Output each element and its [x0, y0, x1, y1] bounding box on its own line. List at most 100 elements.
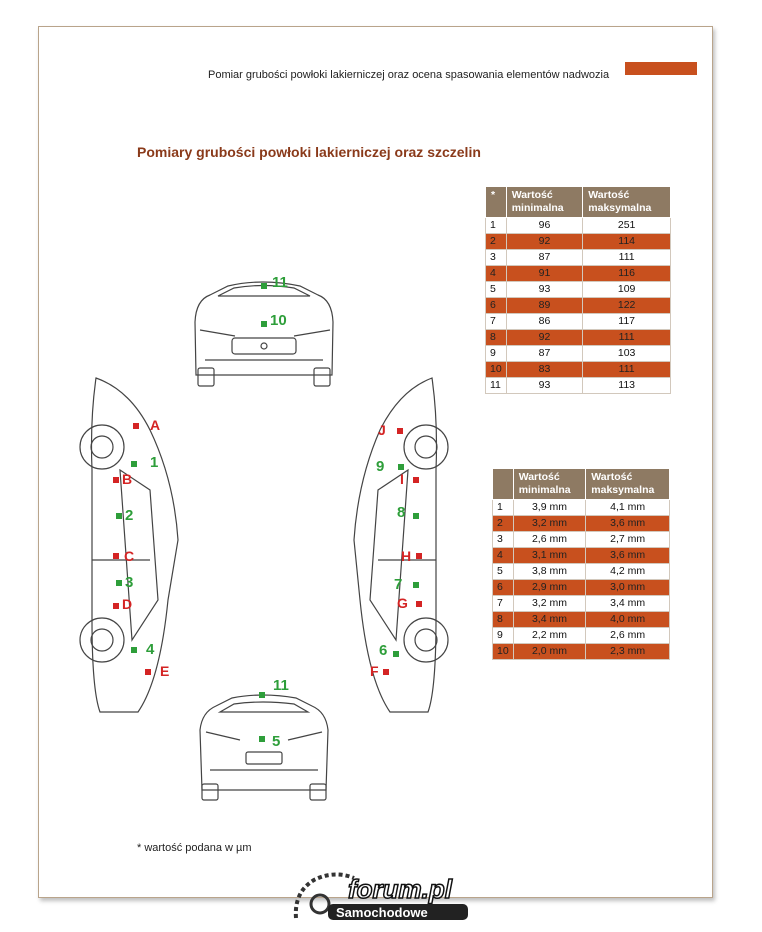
row-index: 8: [492, 611, 514, 628]
label-7: 7: [394, 576, 402, 593]
marker-10: [261, 321, 267, 327]
label-5: 5: [272, 733, 280, 750]
label-11-rear: 11: [273, 677, 289, 694]
car-right-side-view: [353, 377, 449, 713]
label-10: 10: [270, 312, 287, 329]
marker-7: [413, 582, 419, 588]
column-header: Wartość minimalna: [505, 186, 584, 218]
label-I: I: [400, 471, 404, 487]
logo-text-bottom: Samochodowe: [336, 905, 428, 920]
row-index: 4: [492, 547, 514, 564]
max-value: 3,0 mm: [585, 579, 670, 596]
marker-B: [113, 477, 119, 483]
column-header: Wartość minimalna: [512, 468, 587, 500]
label-E: E: [160, 663, 169, 679]
marker-E: [145, 669, 151, 675]
max-value: 4,1 mm: [585, 499, 670, 516]
max-value: 122: [582, 297, 671, 314]
page-header: Pomiar grubości powłoki lakierniczej ora…: [208, 69, 610, 81]
marker-H: [416, 553, 422, 559]
max-value: 4,0 mm: [585, 611, 670, 628]
label-B: B: [122, 471, 132, 487]
label-8: 8: [397, 504, 405, 521]
max-value: 3,4 mm: [585, 595, 670, 612]
column-header: *: [485, 186, 507, 218]
label-C: C: [124, 548, 134, 564]
marker-8: [413, 513, 419, 519]
logo-text-top: forum.pl: [348, 874, 453, 904]
label-4: 4: [146, 641, 155, 658]
label-D: D: [122, 596, 132, 612]
max-value: 116: [582, 265, 671, 282]
marker-2: [116, 513, 122, 519]
label-11-front: 11: [272, 274, 288, 291]
marker-11-front: [261, 283, 267, 289]
page-title: Pomiary grubości powłoki lakierniczej or…: [137, 144, 481, 160]
max-value: 111: [582, 249, 671, 266]
footnote: * wartość podana w µm: [137, 842, 252, 854]
marker-J: [397, 428, 403, 434]
label-2: 2: [125, 507, 133, 524]
forum-logo: forum.pl Samochodowe: [293, 872, 468, 920]
label-9: 9: [376, 458, 384, 475]
min-value: 2,9 mm: [512, 579, 587, 596]
marker-C: [113, 553, 119, 559]
row-index: 6: [492, 579, 514, 596]
marker-I: [413, 477, 419, 483]
marker-9: [398, 464, 404, 470]
header-accent-bar: [625, 62, 697, 75]
marker-5: [259, 736, 265, 742]
label-G: G: [397, 595, 408, 611]
car-left-side-view: [79, 377, 179, 713]
max-value: 2,3 mm: [585, 643, 670, 660]
row-index: 10: [492, 643, 514, 660]
min-value: 2,2 mm: [512, 627, 587, 644]
label-1: 1: [150, 454, 158, 471]
label-J: J: [378, 422, 386, 438]
column-header: Wartość maksymalna: [585, 468, 670, 500]
label-A: A: [150, 417, 160, 433]
label-3: 3: [125, 574, 133, 591]
marker-A: [133, 423, 139, 429]
row-index: 2: [492, 515, 514, 532]
marker-D: [113, 603, 119, 609]
min-value: 3,8 mm: [512, 563, 587, 580]
label-H: H: [401, 548, 411, 564]
min-value: 91: [505, 265, 584, 282]
car-rear-view: [199, 694, 329, 801]
min-value: 3,2 mm: [512, 515, 587, 532]
marker-11-rear: [259, 692, 265, 698]
marker-F: [383, 669, 389, 675]
marker-4: [131, 647, 137, 653]
max-value: 117: [582, 313, 671, 330]
marker-6: [393, 651, 399, 657]
max-value: 2,6 mm: [585, 627, 670, 644]
min-value: 92: [505, 233, 584, 250]
car-front-view: [194, 281, 334, 387]
document-page: [38, 26, 713, 898]
marker-1: [131, 461, 137, 467]
label-6: 6: [379, 642, 387, 659]
max-value: 3,6 mm: [585, 515, 670, 532]
min-value: 89: [505, 297, 584, 314]
